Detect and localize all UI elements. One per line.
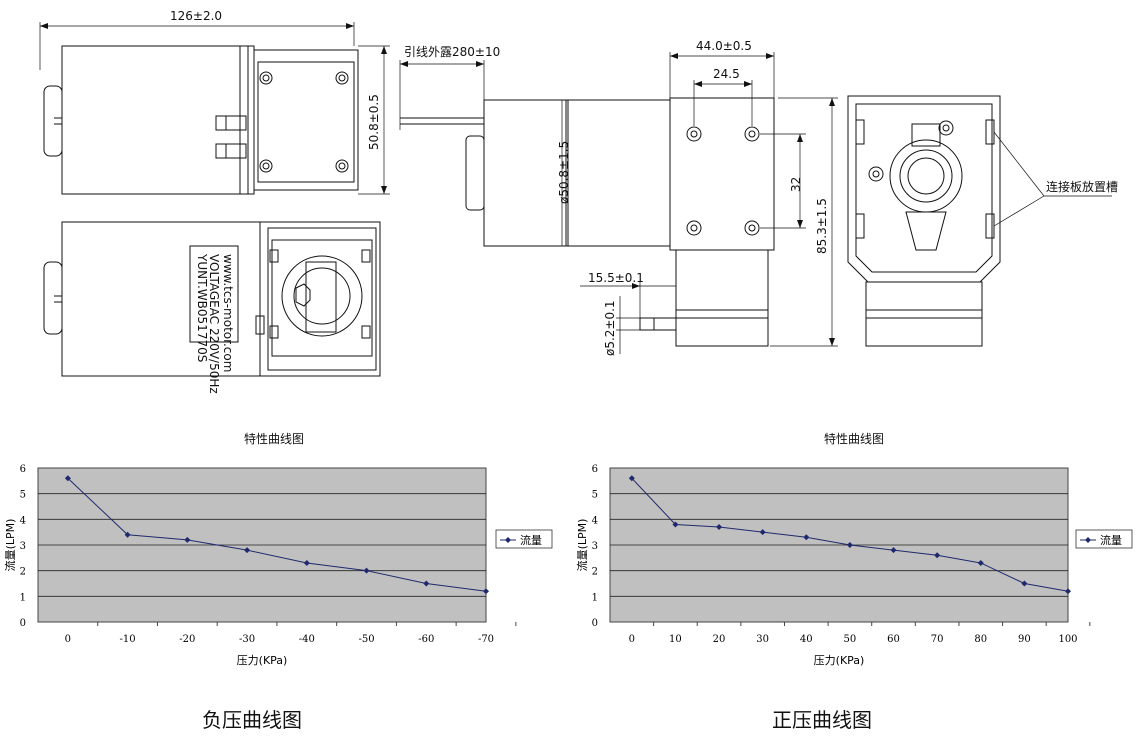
x-tick-label: 50 <box>844 634 857 645</box>
front-view: 引线外露280±10 ø50.8±1.5 44.0±0.5 24.5 <box>399 39 838 356</box>
dim-height-side: 50.8±0.5 <box>367 94 381 150</box>
x-tick-label: -60 <box>418 634 434 645</box>
series-line <box>67 477 487 592</box>
y-tick-label: 4 <box>20 515 26 526</box>
y-tick-label: 0 <box>592 618 598 629</box>
legend-box <box>495 529 553 549</box>
x-tick-label: 0 <box>629 634 635 645</box>
x-tick-label: 0 <box>65 634 71 645</box>
data-point <box>64 475 71 482</box>
data-point <box>759 529 766 536</box>
x-tick-label: 70 <box>931 634 944 645</box>
side-view-bottom <box>43 221 381 377</box>
data-point <box>303 559 310 566</box>
chart-title: 特性曲线图 <box>243 432 304 446</box>
y-tick-label: 0 <box>20 618 26 629</box>
y-tick-label: 1 <box>592 592 598 603</box>
y-tick-label: 6 <box>592 464 598 475</box>
data-point <box>803 534 810 541</box>
y-tick-label: 2 <box>592 567 598 578</box>
dim-diameter-body: ø50.8±1.5 <box>557 141 571 204</box>
dim-nozzle-offset: 15.5±0.1 <box>588 271 644 285</box>
legend-label: 流量 <box>520 533 542 547</box>
end-view: 连接板放置槽 <box>847 95 1118 347</box>
dim-hole-spacing-h: 24.5 <box>713 67 740 81</box>
nameplate-website: www.tcs-motor.com <box>221 254 235 372</box>
dim-nozzle-diameter: ø5.2±0.1 <box>603 300 617 356</box>
data-point <box>716 524 723 531</box>
y-tick-label: 5 <box>20 490 26 501</box>
x-tick-label: 100 <box>1058 634 1077 645</box>
chart-title: 特性曲线图 <box>823 432 884 446</box>
dim-width-top: 44.0±0.5 <box>696 39 752 53</box>
dim-total-height: 85.3±1.5 <box>815 198 829 254</box>
data-point <box>124 531 131 538</box>
dim-hole-spacing-v: 32 <box>789 177 803 192</box>
chart-caption: 负压曲线图 <box>202 708 302 732</box>
data-point <box>672 521 679 528</box>
connector-slot-label: 连接板放置槽 <box>1046 179 1118 194</box>
x-tick-label: 90 <box>1018 634 1031 645</box>
legend-label: 流量 <box>1100 533 1122 547</box>
legend-box <box>1075 529 1133 549</box>
x-tick-label: -30 <box>239 634 255 645</box>
y-axis-label: 流量(LPM) <box>3 519 17 572</box>
x-tick-label: 20 <box>713 634 726 645</box>
y-axis-label: 流量(LPM) <box>575 519 589 572</box>
data-point <box>483 588 489 595</box>
x-tick-label: -10 <box>120 634 136 645</box>
data-point <box>184 536 191 543</box>
y-tick-label: 5 <box>592 490 598 501</box>
dim-lead-length: 引线外露280±10 <box>404 45 500 59</box>
x-axis-label: 压力(KPa) <box>237 654 288 667</box>
x-tick-label: -50 <box>358 634 374 645</box>
data-point <box>934 552 941 559</box>
legend-marker <box>1085 537 1091 543</box>
dim-length: 126±2.0 <box>170 9 222 23</box>
side-view-top: 126±2.0 50.8±0.5 <box>39 9 390 195</box>
x-tick-label: -40 <box>299 634 315 645</box>
data-point <box>846 542 853 548</box>
chart-caption: 正压曲线图 <box>772 708 872 732</box>
data-point <box>1021 580 1028 587</box>
y-tick-label: 3 <box>592 541 598 552</box>
legend-marker <box>505 537 511 543</box>
x-tick-label: 30 <box>756 634 769 645</box>
x-tick-label: 40 <box>800 634 813 645</box>
data-point <box>628 475 635 482</box>
data-point <box>244 547 251 554</box>
data-point <box>1065 588 1071 595</box>
nameplate: YUNT.WB051770S VOLTAGEAC 220V/50Hz www.t… <box>195 253 235 394</box>
y-tick-label: 6 <box>20 464 26 475</box>
x-axis-label: 压力(KPa) <box>814 654 865 667</box>
x-tick-label: -70 <box>478 634 494 645</box>
y-tick-label: 1 <box>20 592 26 603</box>
y-tick-label: 3 <box>20 541 26 552</box>
nameplate-model: YUNT.WB051770S <box>195 253 209 362</box>
x-tick-label: 80 <box>974 634 987 645</box>
data-point <box>890 547 897 554</box>
nameplate-voltage: VOLTAGEAC 220V/50Hz <box>207 254 221 394</box>
data-point <box>977 559 984 566</box>
y-tick-label: 2 <box>20 567 26 578</box>
x-tick-label: -20 <box>179 634 195 645</box>
y-tick-label: 4 <box>592 515 598 526</box>
technical-drawing: 126±2.0 50.8±0.5 <box>39 9 1118 394</box>
data-point <box>423 580 430 587</box>
data-point <box>363 567 370 574</box>
x-tick-label: 10 <box>669 634 682 645</box>
x-tick-label: 60 <box>887 634 900 645</box>
